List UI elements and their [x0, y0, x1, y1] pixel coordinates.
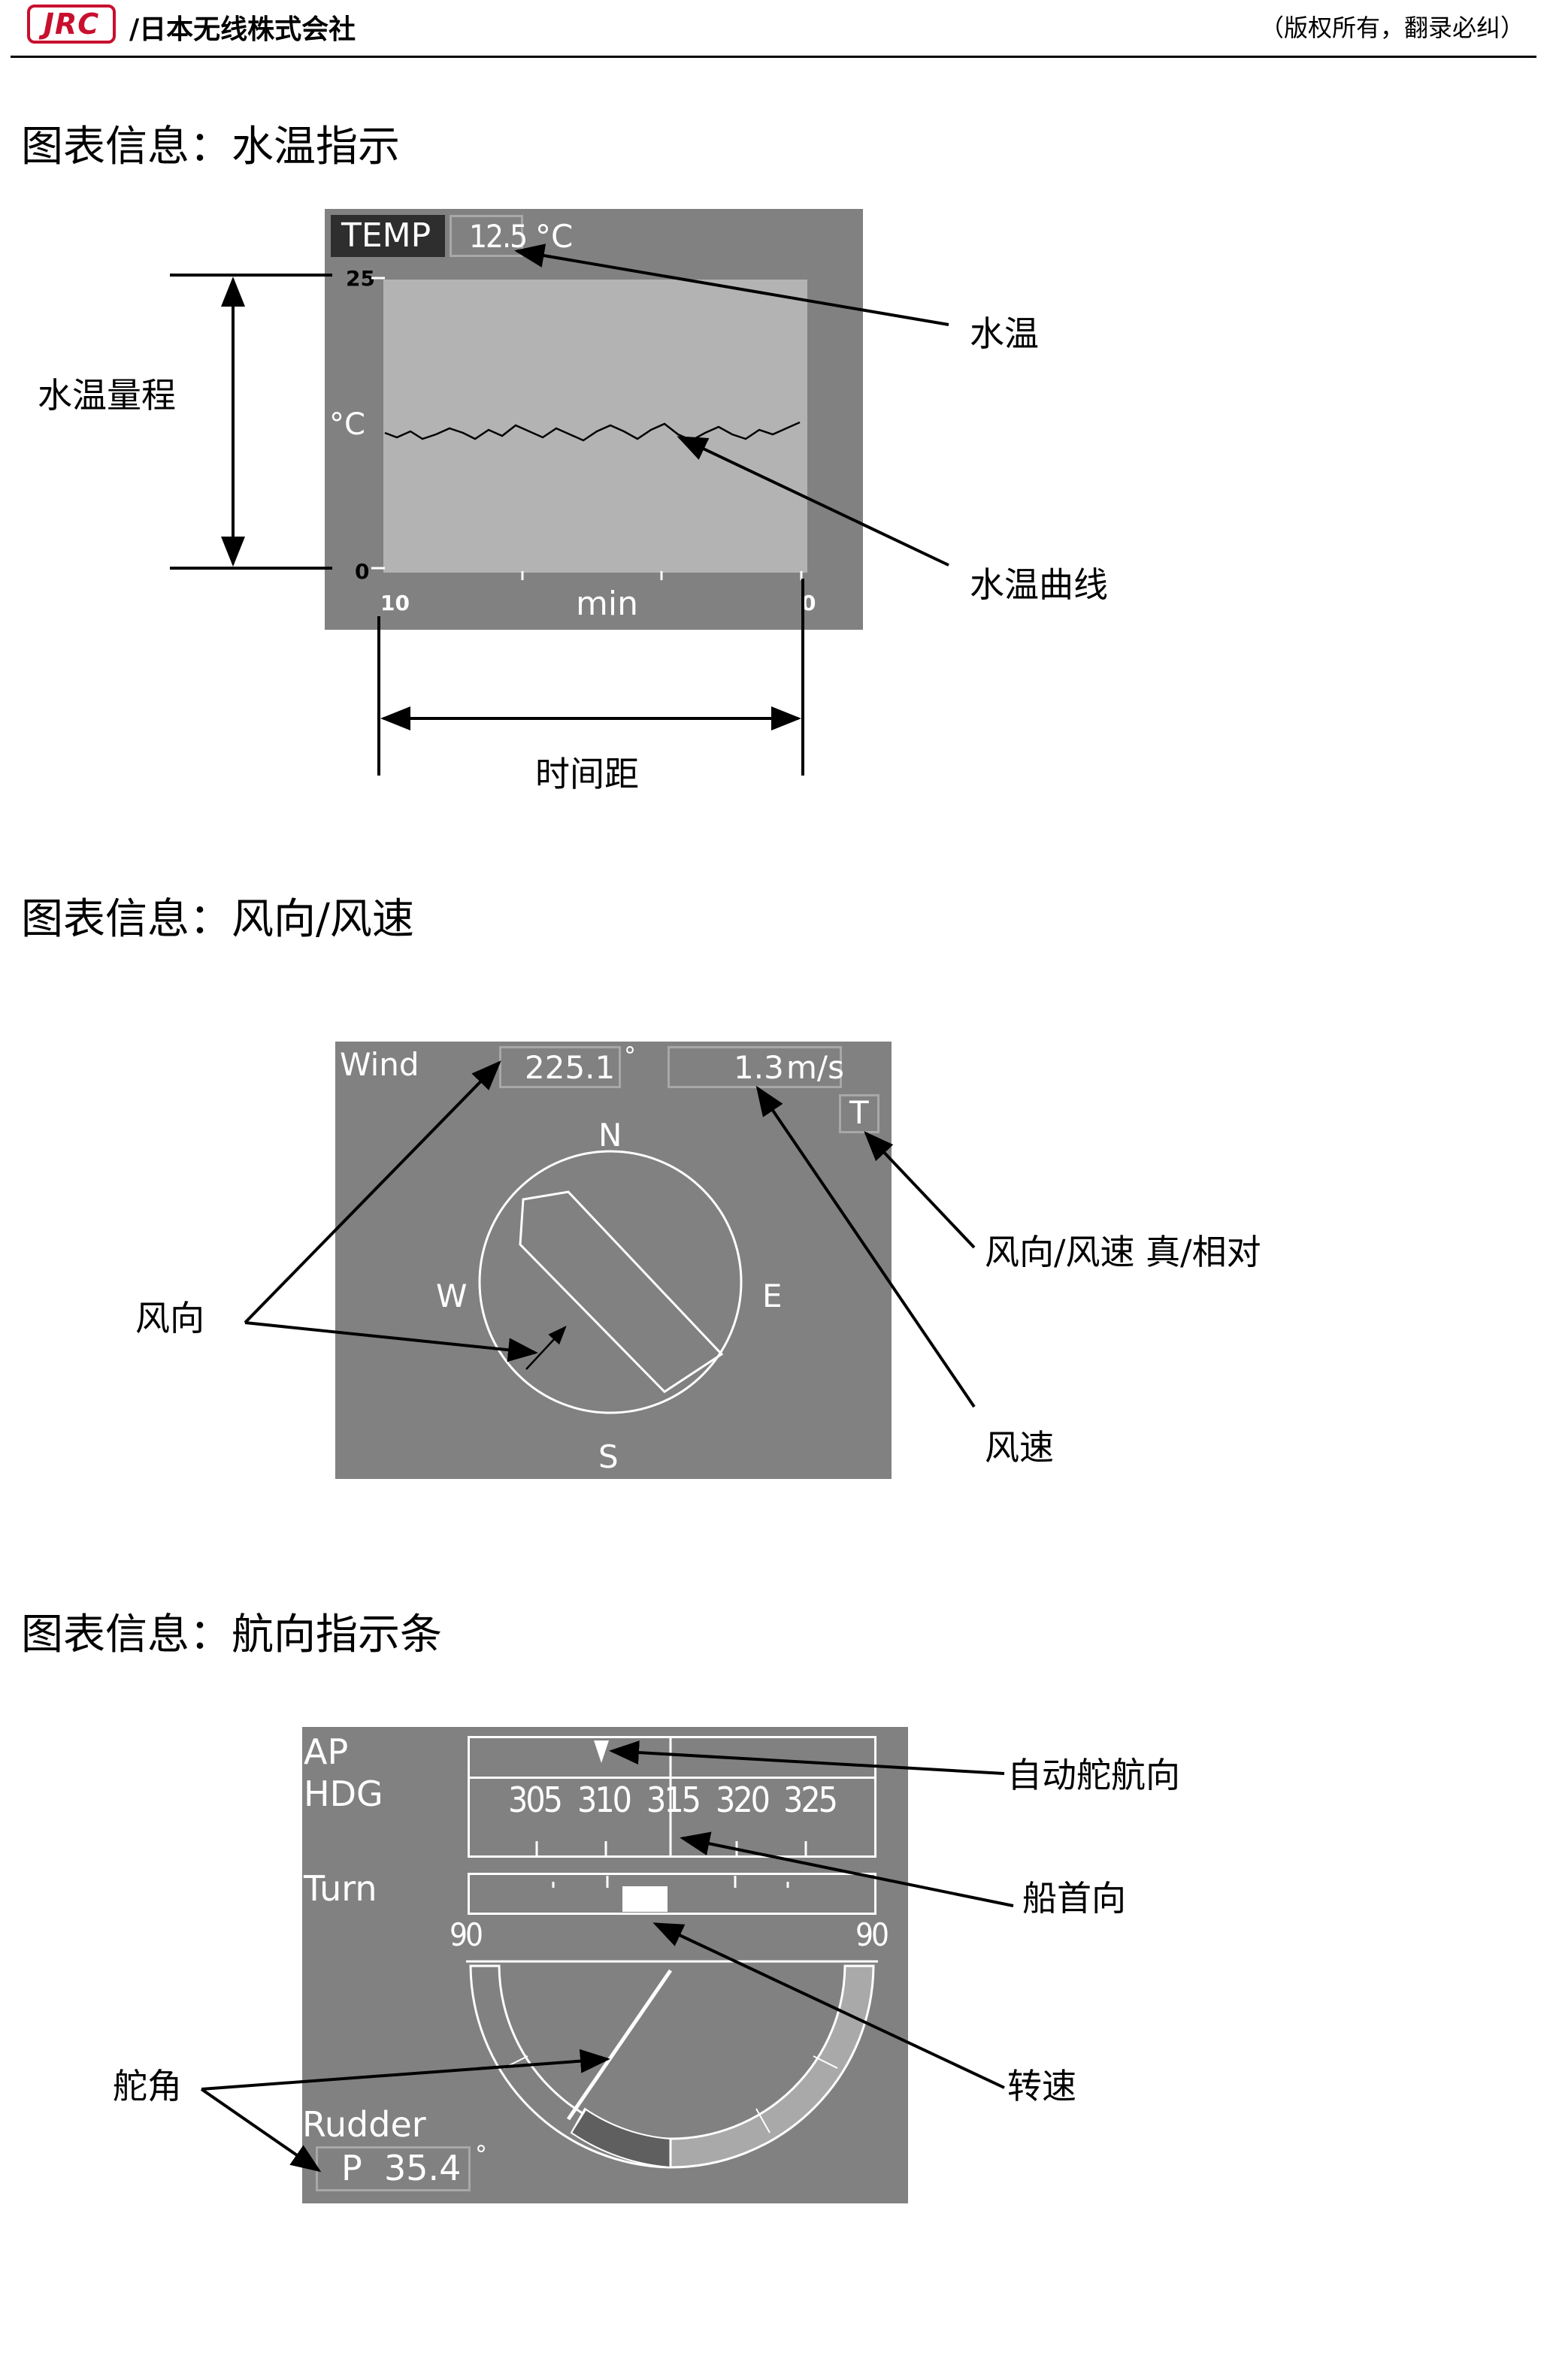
temp-graphics — [170, 243, 949, 776]
wind-dir-leader-2 — [244, 1321, 538, 1362]
heading-tick-305: 305 — [508, 1780, 563, 1820]
heading-tick-310: 310 — [577, 1780, 632, 1820]
ship-heading-label: 船首向 — [1022, 1878, 1126, 1919]
wind-mode: T — [849, 1094, 869, 1131]
rudder-arc-divider — [813, 2055, 838, 2069]
temp-y-top: 25 — [346, 266, 375, 291]
wind-section-title: 图表信息：风向/风速 — [21, 895, 414, 944]
rudder-label: Rudder — [302, 2104, 426, 2145]
turn-rate-label: 转速 — [1007, 2066, 1076, 2106]
header-divider — [11, 56, 1536, 58]
rudder-arc-divider — [755, 2108, 770, 2134]
wind-label: Wind — [340, 1046, 419, 1083]
ap-heading-label: 自动舵航向 — [1007, 1755, 1180, 1795]
temp-section-title: 图表信息：水温指示 — [21, 122, 400, 171]
wind-mode-label: 风向/风速 真/相对 — [985, 1232, 1261, 1272]
wind-speed-unit: m/s — [786, 1049, 844, 1086]
temp-curve-label: 水温曲线 — [970, 564, 1108, 605]
turn-bar — [468, 1873, 876, 1915]
wind-speed-value: 1.3 — [734, 1049, 784, 1086]
ship-outline — [519, 1190, 724, 1393]
turn-label: Turn — [304, 1868, 377, 1909]
temp-panel: TEMP 12.5 °C 25 °C 0 10 min 0 — [325, 209, 863, 630]
wind-direction-value: 225.1 — [525, 1049, 616, 1086]
heading-graphics — [200, 1737, 1014, 2173]
temp-x-unit: min — [576, 585, 638, 623]
turn-left-90: 90 — [450, 1916, 483, 1953]
wind-speed-box — [668, 1046, 842, 1088]
rudder-leader-2 — [200, 2088, 322, 2173]
temp-interval-label: 时间距 — [535, 754, 639, 794]
turn-rate-leader — [652, 1922, 1005, 2089]
temp-curve — [384, 421, 801, 442]
heading-section-title: 图表信息：航向指示条 — [21, 1610, 442, 1659]
wind-speed-leader — [755, 1085, 976, 1408]
temp-label-box — [331, 215, 445, 257]
wind-speed-label: 风速 — [985, 1427, 1054, 1468]
compass-s: S — [598, 1438, 619, 1475]
compass-w: W — [436, 1278, 468, 1314]
wind-direction-deg: ° — [624, 1042, 636, 1070]
rudder-deg: ° — [475, 2140, 487, 2169]
ap-label: AP — [304, 1731, 349, 1772]
temp-x-right: 0 — [801, 591, 816, 615]
turn-rate-indicator — [622, 1886, 668, 1912]
copyright-notice: （版权所有，翻录必纠） — [1259, 14, 1524, 42]
temp-plot-area — [383, 280, 807, 573]
temp-value-leader — [514, 243, 949, 326]
wind-dir-leader-1 — [244, 1060, 501, 1324]
temp-y-unit: °C — [329, 407, 365, 442]
temp-x-left: 10 — [380, 591, 410, 615]
temp-y-bottom: 0 — [355, 559, 370, 584]
temp-range-label: 水温量程 — [38, 375, 176, 416]
heading-scale-box — [468, 1736, 876, 1858]
rudder-needle — [566, 1969, 673, 2121]
wind-direction-label: 风向 — [135, 1298, 204, 1338]
rudder-leader-1 — [201, 2049, 610, 2091]
temp-value-box — [450, 215, 523, 257]
company-name: /日本无线株式会社 — [129, 14, 356, 45]
compass-rose — [478, 1150, 743, 1414]
temp-curve-leader — [677, 436, 949, 567]
wind-panel: Wind 225.1 ° 1.3 m/s T N E S W — [335, 1042, 892, 1479]
ap-heading-marker — [594, 1740, 609, 1763]
rudder-arc-starboard — [669, 1964, 875, 2169]
temp-value-label: 水温 — [970, 313, 1039, 354]
wind-graphics — [244, 1060, 976, 1414]
rudder-value: P 35.4 — [341, 2148, 462, 2188]
turn-right-90: 90 — [855, 1916, 889, 1953]
heading-scale-divider — [468, 1777, 876, 1779]
rudder-arc-divider — [571, 2108, 587, 2134]
compass-n: N — [598, 1117, 622, 1154]
heading-tick-325: 325 — [783, 1780, 838, 1820]
temp-label: TEMP — [341, 216, 431, 255]
heading-tick-320: 320 — [716, 1780, 770, 1820]
ap-heading-leader — [609, 1740, 1005, 1775]
compass-e: E — [762, 1278, 783, 1314]
jrc-logo: JRC — [27, 5, 116, 44]
heading-tick-315: 315 — [646, 1780, 701, 1820]
wind-mode-leader — [864, 1131, 976, 1249]
rudder-angle-label: 舵角 — [113, 2066, 182, 2106]
ship-heading-leader — [680, 1831, 1014, 1907]
hdg-label: HDG — [304, 1774, 383, 1814]
wind-mode-box — [839, 1094, 879, 1133]
wind-direction-arrow — [525, 1326, 567, 1370]
